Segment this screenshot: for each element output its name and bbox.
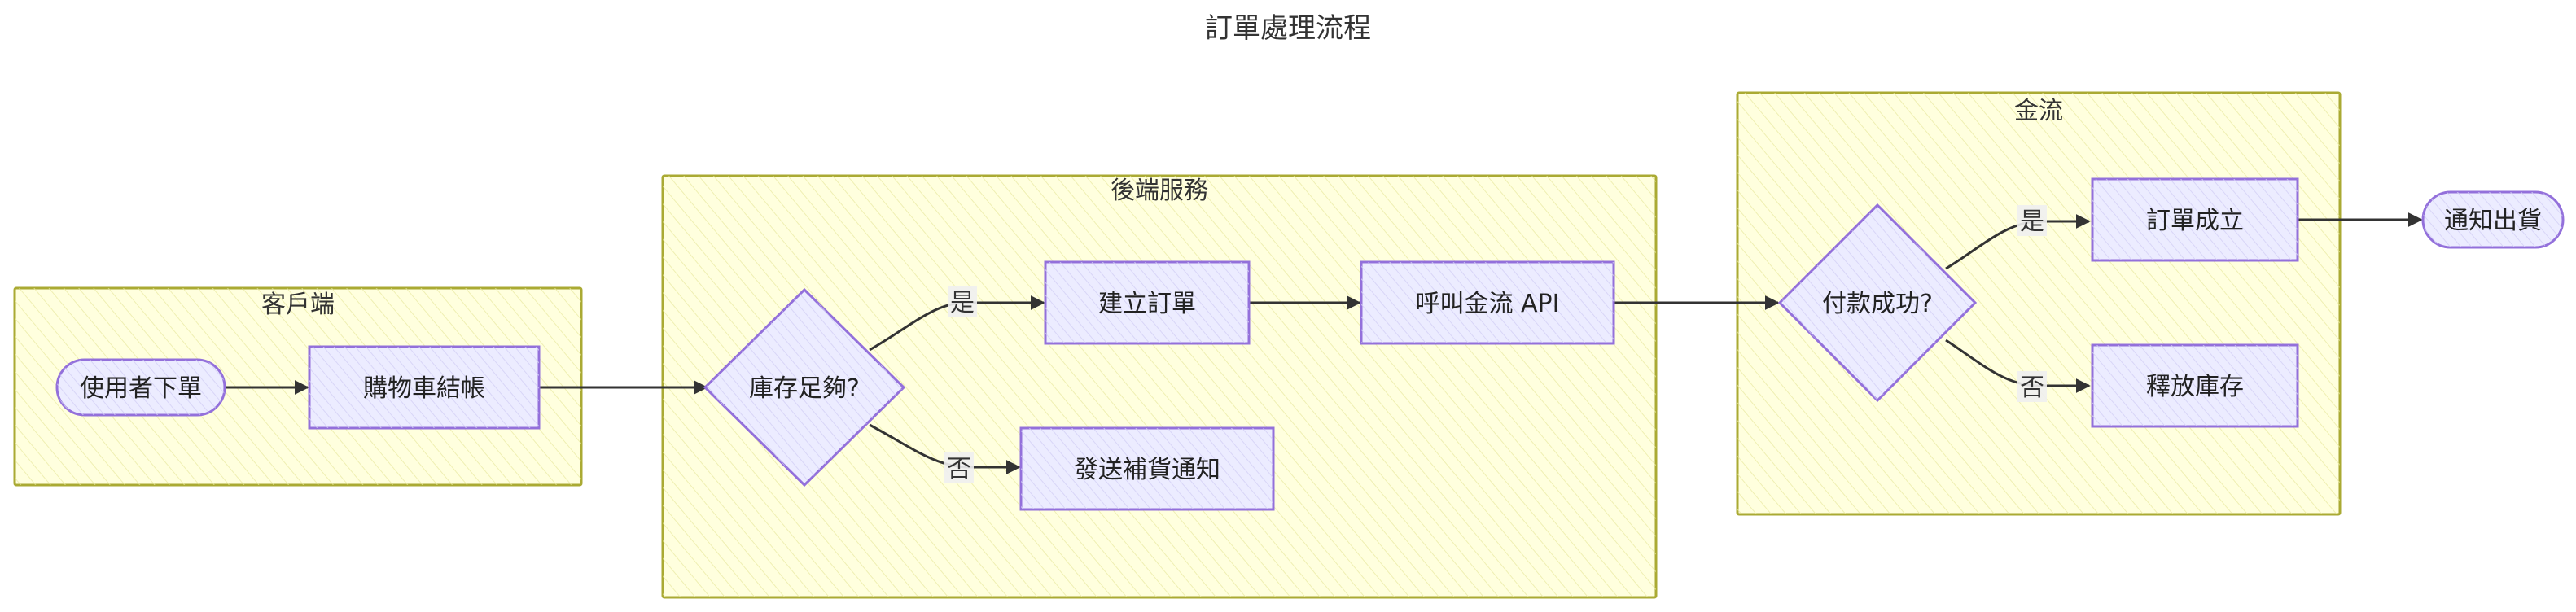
edge-label-pay-no: 否 bbox=[2017, 371, 2047, 402]
edge-label-pay-yes: 是 bbox=[2017, 205, 2047, 236]
node-label-release-stock: 釋放庫存 bbox=[2146, 373, 2244, 401]
node-checkout[interactable]: 購物車結帳 bbox=[308, 345, 541, 430]
node-payment-ok[interactable]: 付款成功? bbox=[1777, 203, 1978, 403]
cluster-label-client: 客戶端 bbox=[261, 291, 335, 319]
node-label-order-done: 訂單成立 bbox=[2146, 207, 2244, 235]
svg-text:否: 否 bbox=[2020, 374, 2044, 402]
cluster-label-payment: 金流 bbox=[2014, 97, 2063, 125]
node-user-order[interactable]: 使用者下單 bbox=[55, 358, 226, 417]
node-label-payment-ok: 付款成功? bbox=[1822, 290, 1933, 318]
svg-text:是: 是 bbox=[2020, 208, 2044, 236]
node-label-user-order: 使用者下單 bbox=[80, 374, 202, 403]
node-order-done[interactable]: 訂單成立 bbox=[2091, 177, 2299, 262]
node-release-stock[interactable]: 釋放庫存 bbox=[2091, 343, 2299, 428]
node-label-checkout: 購物車結帳 bbox=[363, 374, 485, 403]
node-call-payment[interactable]: 呼叫金流 API bbox=[1360, 260, 1615, 345]
node-label-ship-notice: 通知出貨 bbox=[2444, 207, 2542, 235]
edge-label-stock-yes: 是 bbox=[948, 286, 977, 317]
node-restock-notice[interactable]: 發送補貨通知 bbox=[1019, 426, 1275, 511]
node-label-create-order: 建立訂單 bbox=[1098, 290, 1196, 318]
svg-text:否: 否 bbox=[947, 455, 971, 483]
node-label-stock-check: 庫存足夠? bbox=[749, 374, 860, 403]
node-stock-check[interactable]: 庫存足夠? bbox=[703, 287, 906, 487]
node-ship-notice[interactable]: 通知出貨 bbox=[2421, 190, 2565, 249]
cluster-label-backend: 後端服務 bbox=[1111, 177, 1208, 205]
svg-text:是: 是 bbox=[950, 289, 975, 317]
node-label-call-payment: 呼叫金流 API bbox=[1416, 290, 1560, 318]
edge-label-stock-no: 否 bbox=[944, 452, 974, 483]
node-label-restock-notice: 發送補貨通知 bbox=[1074, 456, 1220, 484]
node-create-order[interactable]: 建立訂單 bbox=[1044, 260, 1251, 345]
diagram-title: 訂單處理流程 bbox=[1205, 12, 1371, 45]
